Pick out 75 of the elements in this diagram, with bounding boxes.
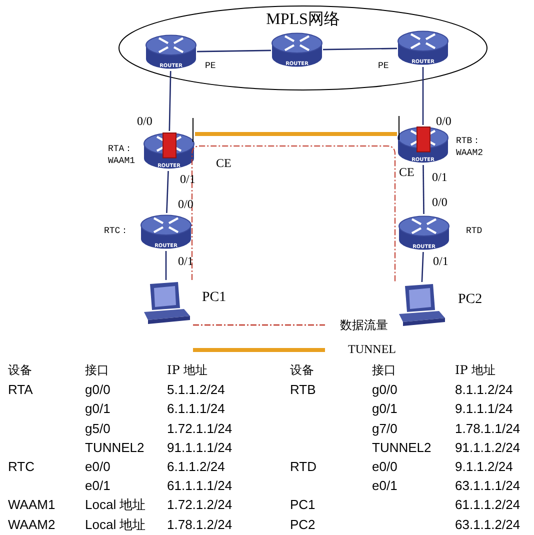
table-cell: g0/0: [85, 382, 110, 398]
table-cell: RTD: [290, 459, 316, 474]
table-cell: WAAM1: [8, 497, 56, 512]
device-name: PE: [378, 60, 389, 72]
table-header: IP 地址: [455, 363, 496, 378]
device-name: RTD: [466, 225, 482, 237]
port-label: 0/0: [178, 197, 194, 211]
port-label: 0/1: [180, 172, 196, 186]
legend-label: 数据流量: [340, 318, 388, 332]
area-label: CE: [216, 156, 232, 170]
table-header: 接口: [372, 363, 396, 378]
device-name: PE: [205, 60, 216, 72]
table-cell: 6.1.1.1/24: [167, 401, 225, 416]
table-cell: g5/0: [85, 420, 110, 436]
link-line: [323, 48, 397, 50]
table-cell: WAAM2: [8, 516, 56, 532]
table-cell: g0/1: [85, 401, 110, 416]
table-cell: e0/0: [372, 459, 398, 474]
table-cell: e0/0: [85, 459, 110, 474]
table-cell: PC2: [290, 516, 316, 532]
table-cell: e0/1: [372, 478, 398, 494]
table-cell: g0/1: [372, 401, 398, 416]
table-cell: 63.1.1.1/24: [455, 478, 520, 494]
device-name: PC2: [458, 294, 482, 306]
port-label: 0/0: [137, 114, 152, 128]
table-cell: 91.1.1.2/24: [455, 440, 520, 455]
network-title: MPLS网络: [265, 10, 341, 30]
link-line: [197, 50, 271, 52]
table-cell: Local 地址: [85, 516, 146, 532]
table-cell: 1.78.1.2/24: [167, 516, 232, 532]
device-name: RTA： WAAM1: [108, 143, 136, 167]
device-name: PC1: [202, 292, 226, 304]
link-line: [166, 170, 169, 214]
table-header: 设备: [8, 363, 32, 378]
device-name: RTB： WAAM2: [456, 135, 484, 159]
table-header: 设备: [290, 363, 314, 378]
table-cell: 9.1.1.2/24: [455, 459, 513, 474]
port-label: 0/1: [433, 254, 448, 268]
table-cell: 91.1.1.1/24: [167, 440, 232, 455]
table-cell: 63.1.1.2/24: [455, 516, 520, 532]
table-cell: 1.78.1.1/24: [455, 420, 520, 436]
table-cell: PC1: [290, 497, 316, 512]
device-name: RTC：: [104, 225, 130, 237]
tunnel-line: [195, 132, 397, 136]
link-line: [422, 67, 424, 125]
port-label: 0/0: [436, 114, 452, 128]
table-cell: g7/0: [372, 420, 398, 436]
table-cell: 61.1.1.2/24: [455, 497, 520, 512]
table-cell: 61.1.1.1/24: [167, 478, 232, 494]
table-cell: Local 地址: [85, 497, 146, 512]
link-line: [168, 70, 172, 132]
link-line: [422, 165, 424, 214]
table-cell: TUNNEL2: [85, 440, 144, 455]
table-cell: RTC: [8, 459, 34, 474]
area-label: CE: [399, 165, 414, 179]
table-header: IP 地址: [167, 363, 208, 378]
table-cell: RTB: [290, 382, 316, 398]
table-cell: TUNNEL2: [372, 440, 432, 455]
table-cell: 6.1.1.2/24: [167, 459, 225, 474]
table-cell: 5.1.1.2/24: [167, 382, 225, 398]
table-cell: g0/0: [372, 382, 398, 398]
link-line: [421, 252, 424, 282]
table-cell: 8.1.1.2/24: [455, 382, 513, 398]
table-header: 接口: [85, 363, 109, 378]
table-cell: e0/1: [85, 478, 110, 494]
table-cell: 1.72.1.1/24: [167, 420, 232, 436]
link-line: [165, 251, 167, 280]
port-label: 0/0: [432, 195, 448, 209]
table-cell: 1.72.1.2/24: [167, 497, 232, 512]
table-cell: 9.1.1.1/24: [455, 401, 513, 416]
table-cell: RTA: [8, 382, 33, 398]
port-label: 0/1: [178, 254, 194, 268]
legend-label: TUNNEL: [348, 342, 396, 356]
port-label: 0/1: [432, 170, 448, 184]
data-flow-line: [192, 146, 396, 282]
